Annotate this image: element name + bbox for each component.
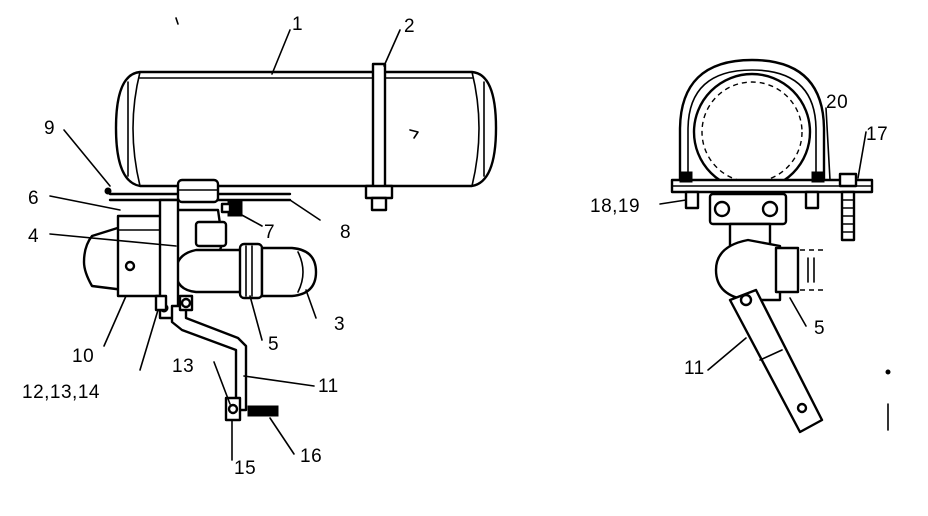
label-3: 3 bbox=[334, 314, 345, 335]
hose-3 bbox=[260, 246, 318, 298]
label-6: 6 bbox=[28, 188, 39, 209]
label-4: 4 bbox=[28, 226, 39, 247]
label-17: 17 bbox=[866, 124, 888, 145]
label-10: 10 bbox=[72, 346, 94, 367]
part-labels: 1 2 9 6 4 7 8 3 5 10 12,13,14 13 11 15 1… bbox=[22, 14, 888, 479]
label-15: 15 bbox=[234, 458, 256, 479]
label-12-13-14: 12,13,14 bbox=[22, 382, 100, 403]
bolt-16 bbox=[224, 396, 279, 422]
bolt-7 bbox=[220, 199, 243, 217]
stud-17 bbox=[838, 172, 858, 242]
hose-loop-5 bbox=[714, 238, 824, 302]
label-11-right: 11 bbox=[684, 358, 705, 379]
elbow-fitting bbox=[174, 208, 264, 300]
label-5-left: 5 bbox=[268, 334, 279, 355]
tank-strap bbox=[364, 62, 394, 212]
tank-end bbox=[692, 72, 812, 192]
label-13: 13 bbox=[172, 356, 194, 377]
label-2: 2 bbox=[404, 16, 415, 37]
label-1: 1 bbox=[292, 14, 303, 35]
label-8: 8 bbox=[340, 222, 351, 243]
vertical-plate bbox=[154, 198, 180, 320]
end-base-plate bbox=[670, 171, 874, 210]
angled-arm-11 bbox=[728, 288, 824, 434]
tank-body bbox=[114, 70, 498, 188]
label-7: 7 bbox=[264, 222, 275, 243]
label-16: 16 bbox=[300, 446, 322, 467]
label-20: 20 bbox=[826, 92, 848, 113]
bracket-arm-11 bbox=[170, 294, 248, 412]
leader-lines bbox=[49, 29, 867, 461]
label-11-left: 11 bbox=[318, 376, 339, 397]
label-5-right: 5 bbox=[814, 318, 825, 339]
label-18-19: 18,19 bbox=[590, 196, 640, 217]
valve-neck bbox=[176, 178, 220, 204]
label-9: 9 bbox=[44, 118, 55, 139]
side-view-assembly bbox=[82, 17, 498, 422]
end-view-assembly bbox=[670, 58, 891, 434]
housing-10 bbox=[82, 214, 168, 298]
